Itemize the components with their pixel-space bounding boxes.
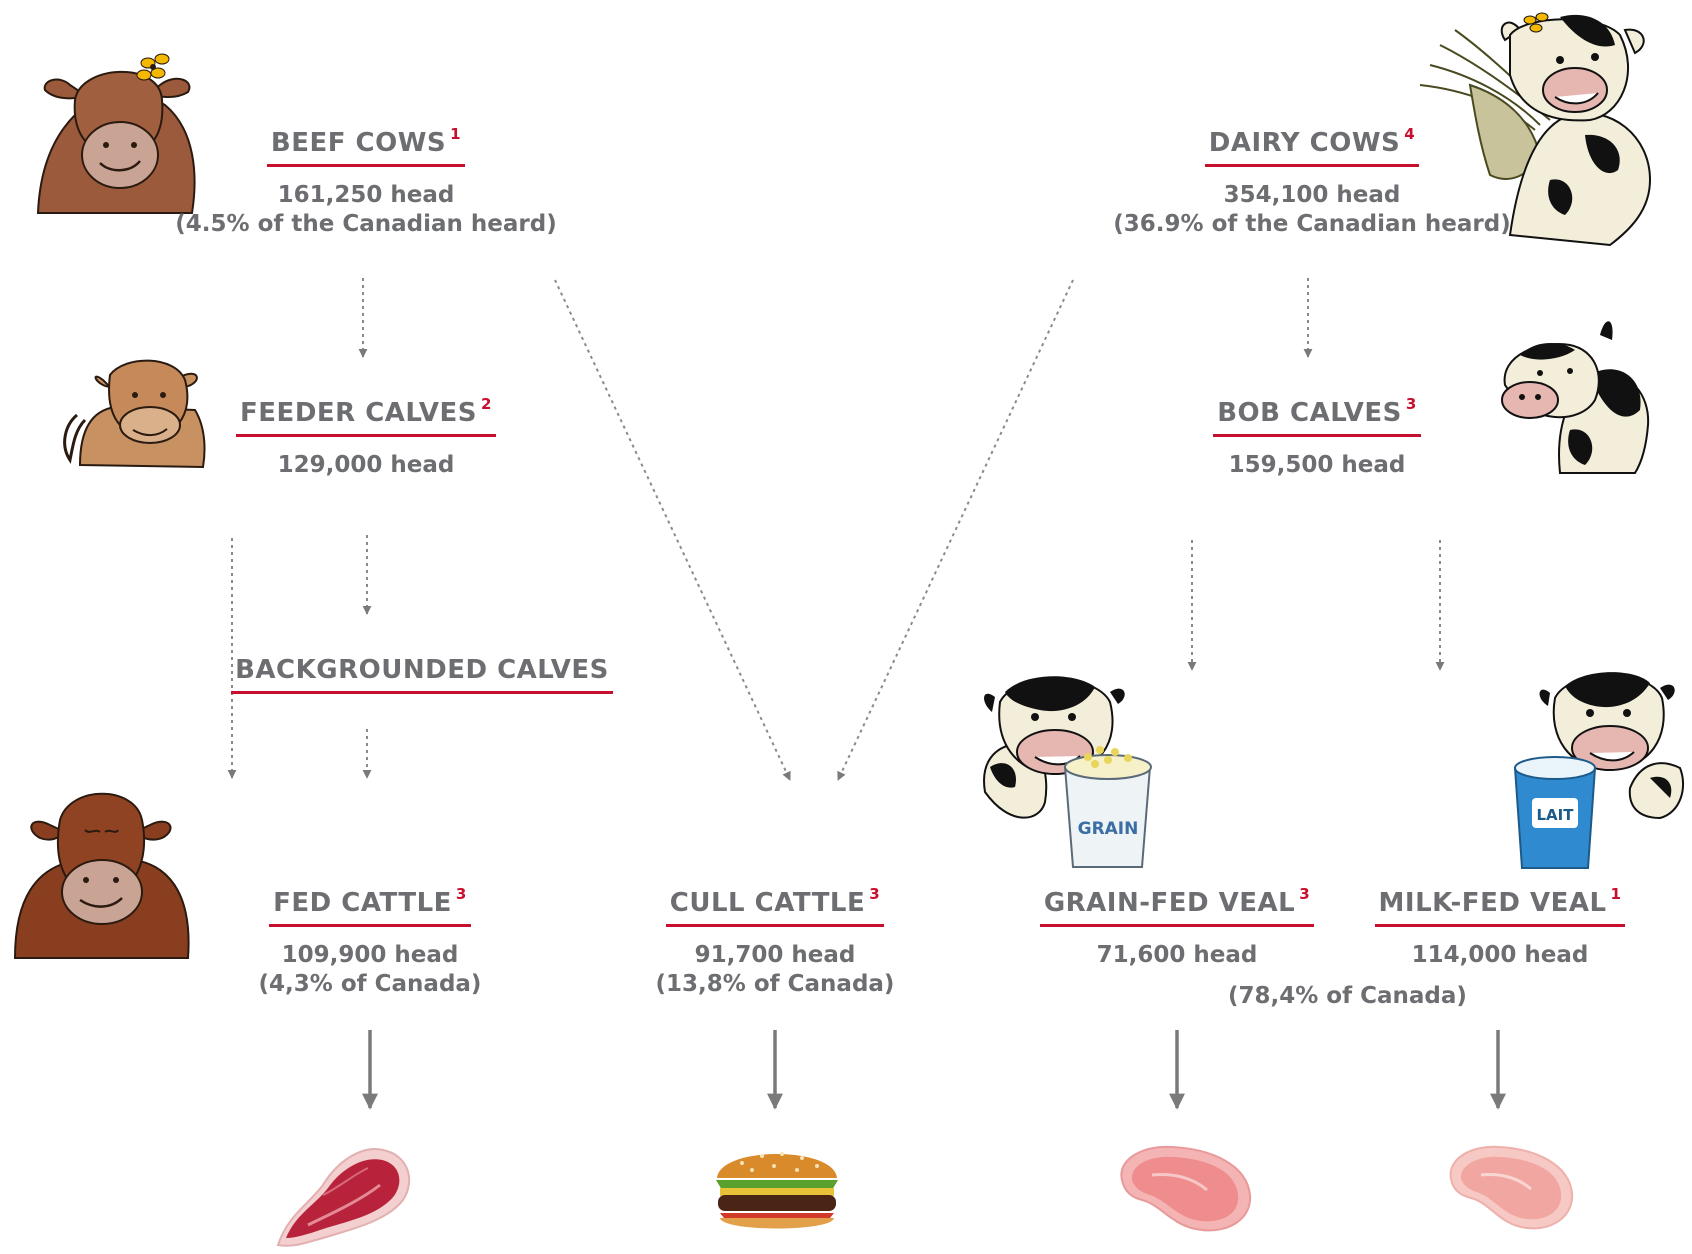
grain-pail-label: GRAIN: [1078, 819, 1139, 839]
fed-cattle-footnote: 3: [455, 885, 467, 903]
bob-calves-footnote: 3: [1405, 395, 1417, 413]
cull-cattle-label: CULL CATTLE: [669, 888, 866, 918]
feeder-calves-label: FEEDER CALVES: [240, 398, 478, 428]
dairy-cows-share: (36.9% of the Canadian heard): [1113, 211, 1511, 237]
grain-fed-veal-label: GRAIN-FED VEAL: [1043, 888, 1296, 918]
beef-cows-label: BEEF COWS: [270, 128, 447, 158]
fed-cattle-count: 109,900 head: [281, 942, 459, 968]
grain-fed-veal-footnote: 3: [1299, 885, 1311, 903]
brown-bull-icon: [10, 780, 190, 960]
feeder-calves-count: 129,000 head: [277, 452, 455, 478]
feeder-calves-footnote: 2: [481, 395, 492, 413]
cull-cattle-share: (13,8% of Canada): [655, 971, 895, 997]
node-backgrounded-calves: BACKGROUNDED CALVES: [222, 655, 622, 694]
dairy-cow-icon: [1410, 5, 1660, 250]
backgrounded-calves-title: BACKGROUNDED CALVES: [231, 655, 613, 694]
veal-share-note: (78,4% of Canada): [1228, 983, 1467, 1009]
brown-calf-icon: [55, 355, 215, 470]
fed-cattle-share: (4,3% of Canada): [258, 971, 482, 997]
steak-icon: [268, 1130, 418, 1250]
beef-cows-count: 161,250 head: [277, 182, 455, 208]
brown-cow-icon: [30, 45, 200, 215]
arrow-beef-to-cull: [554, 279, 791, 781]
veal-cutlet-icon: [1443, 1135, 1578, 1233]
bob-calves-count: 159,500 head: [1228, 452, 1406, 478]
milk-fed-veal-count: 114,000 head: [1411, 942, 1589, 968]
arrow-dairy-to-cull: [837, 279, 1074, 781]
burger-icon: [712, 1138, 842, 1232]
bob-calves-label: BOB CALVES: [1217, 398, 1402, 428]
milk-fed-veal-label: MILK-FED VEAL: [1378, 888, 1607, 918]
grain-pail-cow-icon: GRAIN: [980, 672, 1165, 877]
beef-cows-footnote: 1: [450, 125, 462, 143]
milk-fed-veal-footnote: 1: [1610, 885, 1622, 903]
cull-cattle-count: 91,700 head: [694, 942, 856, 968]
milk-pail-cow-icon: LAIT: [1510, 668, 1690, 878]
milk-pail-label: LAIT: [1537, 806, 1575, 824]
dairy-cows-footnote: 4: [1404, 125, 1416, 143]
veal-cutlet-icon: [1112, 1135, 1257, 1235]
fed-cattle-label: FED CATTLE: [273, 888, 452, 918]
beef-cows-share: (4.5% of the Canadian heard): [175, 211, 557, 237]
dairy-cows-count: 354,100 head: [1223, 182, 1401, 208]
grain-fed-veal-count: 71,600 head: [1096, 942, 1258, 968]
dairy-cows-label: DAIRY COWS: [1208, 128, 1401, 158]
cull-cattle-footnote: 3: [869, 885, 881, 903]
dairy-calf-icon: [1500, 315, 1655, 475]
